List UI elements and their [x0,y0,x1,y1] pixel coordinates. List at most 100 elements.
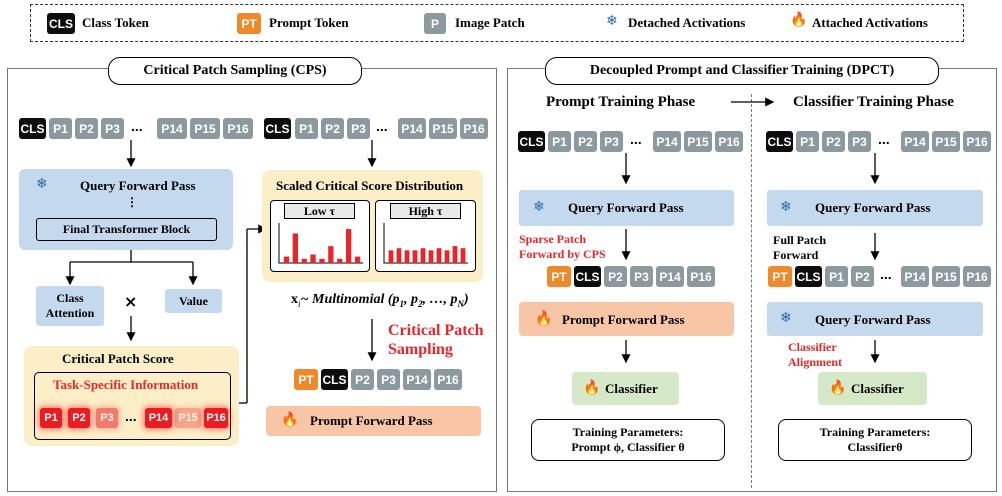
fire-icon: 🔥 [583,380,601,396]
dpct-right-query-forward-block [767,190,983,226]
dpct-right-query-forward-label: Query Forward Pass [815,200,931,215]
cps-left-p2: P2 [75,118,98,139]
chart-bar [452,246,458,263]
chart-bar [354,256,361,263]
dpct-left-train-title: Training Parameters: [572,425,684,439]
dpct-prompt-forward-label: Prompt Forward Pass [562,312,685,327]
chart-bar [337,258,343,263]
sparse-line1: Sparse Patch [519,232,586,246]
high-tau-chart: High τ [375,200,476,272]
chart-bar [412,250,418,263]
class-attention-label: Class Attention [45,291,95,320]
cps-right-dots: ... [376,118,388,134]
full-patch-label: Full Patch Forward [773,233,826,263]
dpct-right-p15: P15 [932,131,960,152]
cps-prompt-forward-block [266,406,481,436]
chart-bar [420,248,426,263]
formula-subn: N [457,298,465,309]
dpct-left-mid-p14: P14 [656,266,684,287]
task-info-box [34,372,231,440]
cps-right-p3: P3 [347,118,370,139]
dpct-right-mid-p1: P1 [825,266,848,287]
formula-tail: ) [464,292,469,307]
red-token-p3: P3 [96,408,118,428]
dpct-right-mid-p2: P2 [851,266,874,287]
cps-left-p1: P1 [49,118,72,139]
fire-icon: 🔥 [281,412,299,428]
chart-bar [444,250,450,263]
cps-sampled-p3: P3 [377,369,400,390]
cps-right-p16: P16 [460,118,488,139]
legend-attached-label: Attached Activations [812,15,928,30]
value-label: Value [179,293,208,308]
snowflake-icon: ❄ [780,199,792,215]
cps-left-cls: CLS [19,118,46,139]
low-tau-title: Low τ [303,203,336,218]
dpct-left-mid-cls: CLS [574,266,601,287]
red-token-p14: P14 [145,408,172,428]
dpct-right-mid-dots: ... [880,266,892,282]
cps-left-p14: P14 [157,118,187,139]
cps-left-p16: P16 [223,118,253,139]
prompt-phase-label: Prompt Training Phase [546,94,696,110]
legend-pt-label: Prompt Token [269,15,349,30]
dpct-right-dots: ... [878,131,890,147]
cps-sampled-pt: PT [294,369,318,390]
red-token-dots: ... [125,408,137,424]
low-tau-chart: Low τ [270,200,370,272]
chart-bar [404,250,410,263]
formula-body: ~ Multinomial (p [300,292,400,307]
value-box: Value [165,289,222,313]
low-tau-title-box: Low τ [284,203,355,219]
formula-sub: i [298,298,301,309]
sampling-line2: Sampling [388,341,453,358]
dpct-left-train-value: Prompt ϕ, Classifier θ [571,440,685,454]
dpct-right-train-value: Classifierθ [847,440,903,454]
chart-bar [388,250,394,263]
snowflake-icon: ❄ [533,199,545,215]
dpct-title: Decoupled Prompt and Classifier Training… [545,57,939,85]
alignment-line2: Alignment [788,355,842,369]
dpct-left-classifier-block [572,372,679,405]
dpct-prompt-forward-block [519,302,734,336]
classifier-alignment-label: Classifier Alignment [788,340,842,370]
dpct-left-pt: PT [547,266,571,287]
cps-sampled-p2: P2 [351,369,374,390]
chart-bar [436,248,442,263]
dpct-right-p1: P1 [796,131,819,152]
dpct-right-pt: PT [768,266,792,287]
task-info-label: Task-Specific Information [53,377,199,392]
cps-vdots: ⋮ [126,195,138,209]
cps-title: Critical Patch Sampling (CPS) [108,57,362,85]
snowflake-icon: ❄ [780,310,792,326]
formula-sub2: 2 [418,298,423,309]
dpct-left-p1: P1 [548,131,571,152]
dpct-left-mid-p2: P2 [604,266,627,287]
dpct-right-classifier-block [818,372,927,405]
dpct-right-train-title: Training Parameters: [819,425,931,439]
dpct-left-query-forward-block [519,190,734,226]
fire-icon: 🔥 [829,380,847,396]
dpct-left-p14: P14 [653,131,681,152]
cps-right-p14: P14 [398,118,426,139]
formula-sep1: , p [404,292,419,307]
final-transformer-block: Final Transformer Block [36,218,217,241]
dpct-right-p3: P3 [848,131,871,152]
dpct-left-cls: CLS [518,131,545,152]
high-tau-title-box: High τ [390,203,461,219]
chart-bar [301,258,307,263]
cps-sampled-cls: CLS [321,369,348,390]
critical-patch-score-block [24,346,239,446]
dpct-left-mid-p16: P16 [687,266,715,287]
chart-bar [328,246,334,263]
dpct-right-cls: CLS [766,131,793,152]
high-tau-plot [383,223,468,264]
chart-bar [346,229,352,263]
snowflake-icon: ❄ [606,13,618,29]
chart-bar [292,233,298,263]
dpct-right-p16: P16 [963,131,991,152]
chart-bar [319,258,325,263]
dpct-left-p2: P2 [574,131,597,152]
cps-right-p15: P15 [429,118,457,139]
